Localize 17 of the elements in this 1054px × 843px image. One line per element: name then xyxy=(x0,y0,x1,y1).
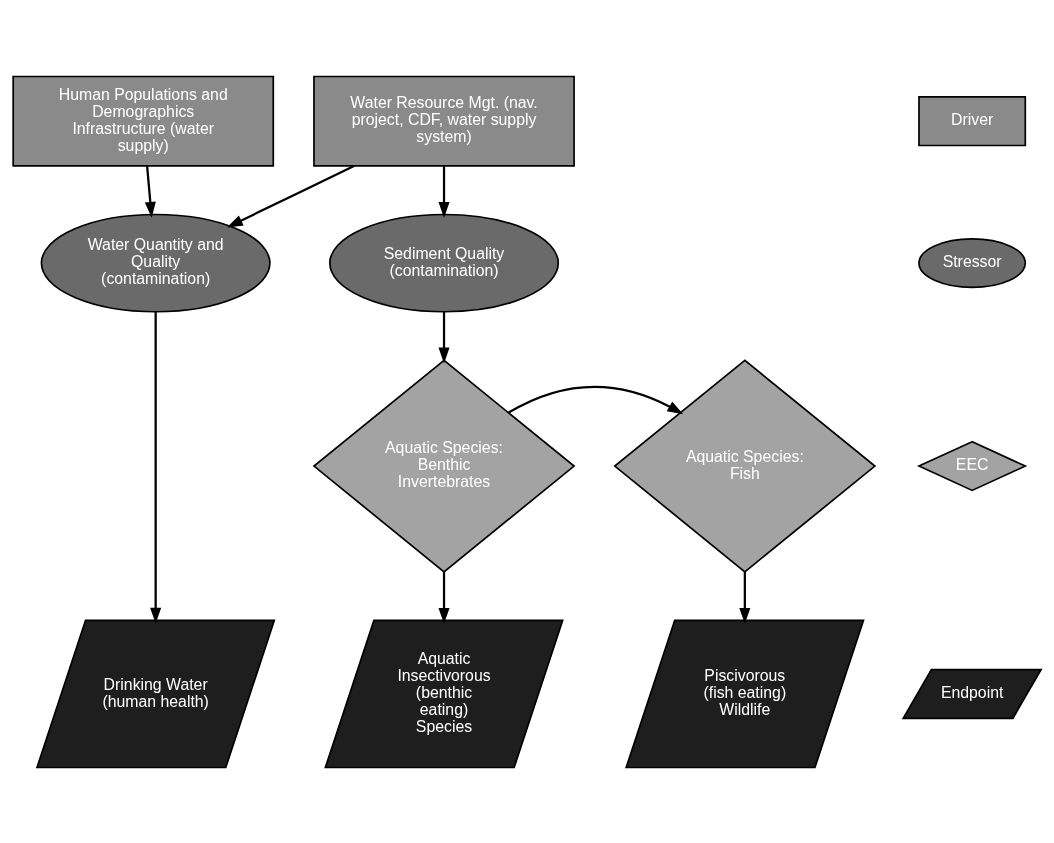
node-diamond: Aquatic Species: Fish xyxy=(613,358,877,573)
legend-label: Endpoint xyxy=(940,683,1004,701)
arrow xyxy=(438,311,450,363)
arrow xyxy=(150,311,162,624)
arrow xyxy=(144,165,156,218)
arrow xyxy=(739,571,751,624)
arrow xyxy=(438,571,450,624)
node-box: Water Resource Mgt. (nav. project, CDF, water supply system) xyxy=(313,75,575,167)
node-diamond: Aquatic Species: Benthic Invertebrates xyxy=(312,358,576,573)
arrow xyxy=(226,164,355,227)
arrow xyxy=(508,385,684,414)
node-box: Human Populations and Demographics Infrastructure (water supply) xyxy=(12,75,275,167)
legend-label: Stressor xyxy=(942,252,1002,270)
node-ellipse: Sediment Quality (contamination) xyxy=(328,213,560,313)
legend-label: Driver xyxy=(951,110,994,128)
legend-label: EEC xyxy=(955,455,989,473)
arrow xyxy=(438,165,450,218)
